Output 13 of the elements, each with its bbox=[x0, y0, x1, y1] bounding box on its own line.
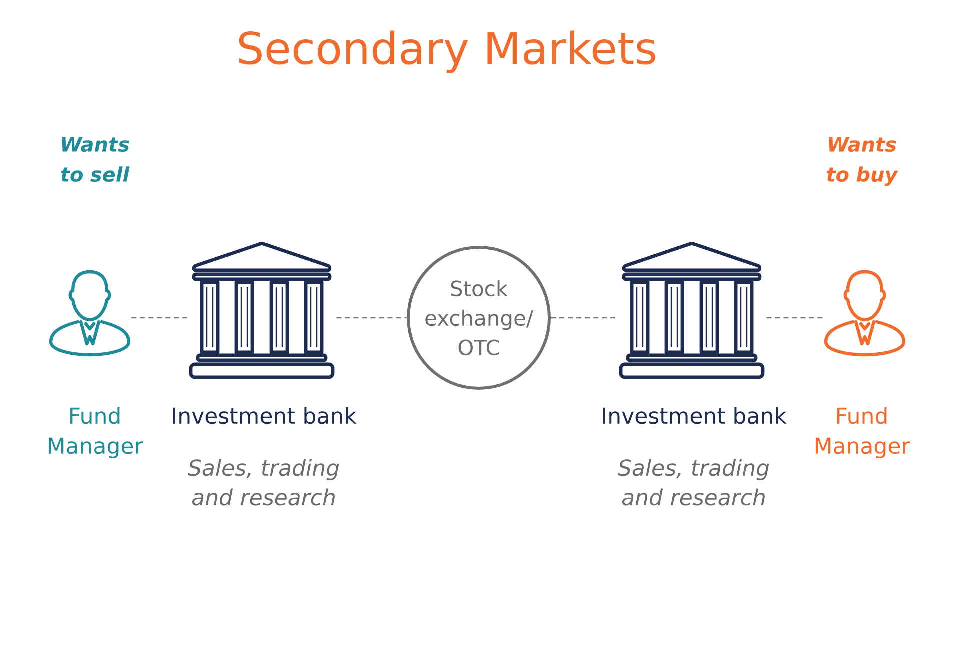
description: Sales, trading and research bbox=[618, 459, 770, 506]
icon-label: Fund Manager bbox=[816, 407, 910, 458]
icon-label: Investment bank bbox=[603, 407, 787, 424]
description: Sales, trading and research bbox=[188, 459, 340, 506]
dashed-line bbox=[132, 317, 188, 319]
dashed-line bbox=[336, 317, 407, 319]
title: Secondary Markets bbox=[239, 30, 656, 74]
dashed-line bbox=[766, 317, 824, 319]
dashed-line bbox=[551, 317, 618, 319]
icon-label: Investment bank bbox=[173, 407, 357, 424]
side-note: Wants to buy bbox=[827, 137, 898, 186]
side-note: Wants to sell bbox=[61, 137, 130, 182]
icon-label: Fund Manager bbox=[48, 407, 144, 458]
